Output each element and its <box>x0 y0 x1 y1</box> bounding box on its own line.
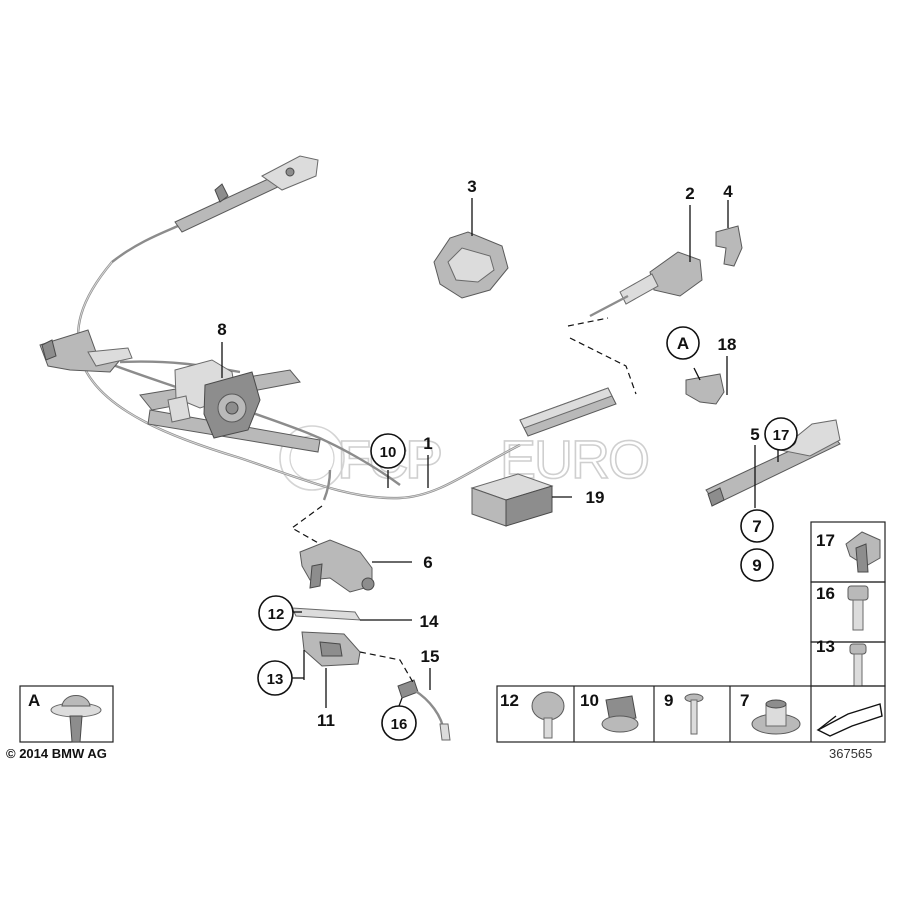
legend-10-label: 10 <box>580 691 599 710</box>
callout-3: 3 <box>467 177 476 196</box>
connection-lines <box>290 317 637 685</box>
legend-a-label: A <box>28 691 40 710</box>
callout-10: 10 <box>380 444 397 461</box>
socket-screw-icon <box>847 585 869 631</box>
legend-12-label: 12 <box>500 691 519 710</box>
callout-labels: 8 3 2 4 1 10 A 18 5 17 7 9 19 6 12 14 15… <box>217 177 798 741</box>
callout-6: 6 <box>423 553 432 572</box>
callout-19: 19 <box>586 488 605 507</box>
copyright-text: © 2014 BMW AG <box>6 746 107 761</box>
legend-13-label: 13 <box>816 637 835 656</box>
legend-row: 12 10 9 7 <box>496 685 886 743</box>
callout-15: 15 <box>421 647 440 666</box>
bracket-4 <box>715 225 743 267</box>
callout-12-circle <box>258 595 294 631</box>
bolt-icon <box>849 643 867 687</box>
callout-9-circle <box>740 548 774 582</box>
callout-7: 7 <box>752 517 761 536</box>
nut-icon <box>751 699 801 735</box>
callout-17: 17 <box>773 427 790 444</box>
legend-row-frame <box>496 685 886 743</box>
callout-4: 4 <box>723 182 733 201</box>
leader-lines <box>221 198 779 708</box>
sensor-cable-15 <box>397 679 451 741</box>
direction-arrow-icon <box>816 703 883 737</box>
callout-7-circle <box>740 509 774 543</box>
callout-a: A <box>677 334 689 353</box>
callout-9: 9 <box>752 556 761 575</box>
watermark: FCP EURO <box>279 425 651 491</box>
legend-9-label: 9 <box>664 691 673 710</box>
latch-6 <box>299 539 375 593</box>
legend-16-label: 16 <box>816 584 835 603</box>
cover-plate-3 <box>433 231 509 299</box>
screw-icon <box>684 693 704 735</box>
plate-14 <box>291 607 361 621</box>
legend-7-label: 7 <box>740 691 749 710</box>
legend-box-a: A <box>19 685 114 743</box>
callout-13-circle <box>257 660 293 696</box>
legend-column: 17 16 13 <box>810 521 886 687</box>
callout-1: 1 <box>423 434 432 453</box>
callout-10-circle <box>370 433 406 469</box>
callout-12: 12 <box>268 606 285 623</box>
fastener-screw-icon <box>531 691 565 739</box>
callout-2: 2 <box>685 184 694 203</box>
legend-box-a-frame <box>19 685 114 743</box>
lock-11 <box>301 631 361 667</box>
control-unit-19 <box>470 473 554 527</box>
guide-tube <box>519 387 617 437</box>
legend-17-label: 17 <box>816 531 835 550</box>
callout-17-circle <box>764 417 798 451</box>
callout-8: 8 <box>217 320 226 339</box>
clip-icon <box>601 695 639 733</box>
bracket-18 <box>685 373 725 405</box>
callout-13: 13 <box>267 671 284 688</box>
drive-motor-8 <box>139 359 321 453</box>
callout-11: 11 <box>317 711 335 730</box>
drive-unit-2 <box>589 251 703 318</box>
callout-14: 14 <box>420 612 439 631</box>
diagram-reference-number: 367565 <box>829 746 872 761</box>
callout-5: 5 <box>750 425 759 444</box>
callout-16-circle <box>381 705 417 741</box>
callout-a-circle <box>666 326 700 360</box>
upper-guide-rail <box>174 155 319 233</box>
bracket-clip-icon <box>845 531 881 573</box>
callout-16: 16 <box>391 716 408 733</box>
callout-18: 18 <box>718 335 737 354</box>
push-rivet-icon <box>50 695 102 743</box>
